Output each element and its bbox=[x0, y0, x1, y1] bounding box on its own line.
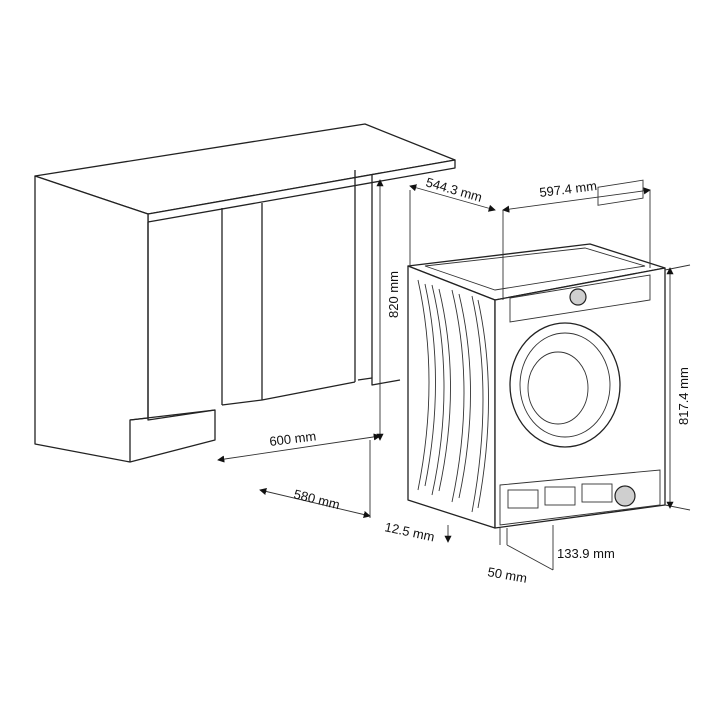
dimension-lines bbox=[217, 179, 691, 571]
machine-height-label: 817.4 mm bbox=[676, 367, 691, 425]
cabinet-width-label: 600 mm bbox=[269, 428, 317, 449]
washing-machine bbox=[407, 179, 666, 545]
machine-depth-label: 544.3 mm bbox=[424, 174, 484, 204]
foot-offset-label: 12.5 mm bbox=[383, 519, 436, 544]
machine-width-label: 597.4 mm bbox=[539, 178, 598, 200]
kitchen-cabinet bbox=[34, 123, 456, 463]
cabinet-depth-label: 580 mm bbox=[292, 486, 341, 512]
plinth-height-label: 133.9 mm bbox=[557, 546, 615, 561]
bottom-recess-label: 50 mm bbox=[486, 564, 528, 586]
cabinet-height-label: 820 mm bbox=[386, 271, 401, 318]
